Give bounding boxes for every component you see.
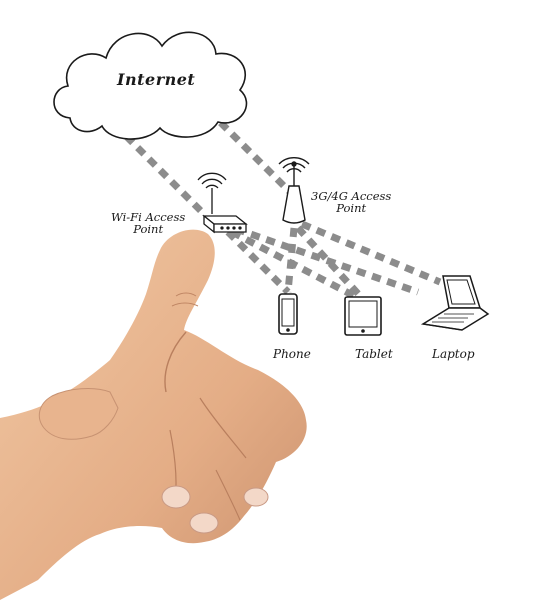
phone-label: Phone [273, 347, 311, 361]
laptop-icon [420, 275, 490, 331]
wifi-label-line2: Point [133, 222, 164, 237]
fingernail [189, 512, 219, 534]
smartphone-icon [278, 293, 298, 335]
tablet-label: Tablet [355, 347, 393, 361]
link-wifi-tablet [230, 228, 360, 302]
wifi-router-icon [197, 172, 248, 234]
link-wifi-phone [225, 229, 291, 295]
hand-silhouette [0, 229, 307, 600]
tablet-icon [344, 296, 382, 336]
link-wifi-laptop [234, 225, 420, 296]
wifi-label-line1: Wi-Fi Access [111, 210, 186, 224]
thumb [38, 388, 119, 440]
cell-access-point-label: 3G/4G Access Point [311, 190, 391, 214]
link-cell-laptop [300, 220, 442, 286]
internet-label: Internet [117, 70, 196, 89]
wifi-access-point-label: Wi-Fi Access Point [111, 211, 185, 235]
cell-tower-icon [278, 157, 310, 224]
fingernail [243, 487, 269, 507]
fingernail [161, 485, 191, 509]
laptop-label: Laptop [432, 347, 475, 361]
cloud-icon [53, 31, 248, 140]
pointing-hand [0, 229, 307, 600]
cell-label-line2: Point [336, 201, 367, 216]
link-cell-phone [284, 227, 298, 293]
cell-label-line1: 3G/4G Access [311, 189, 392, 203]
